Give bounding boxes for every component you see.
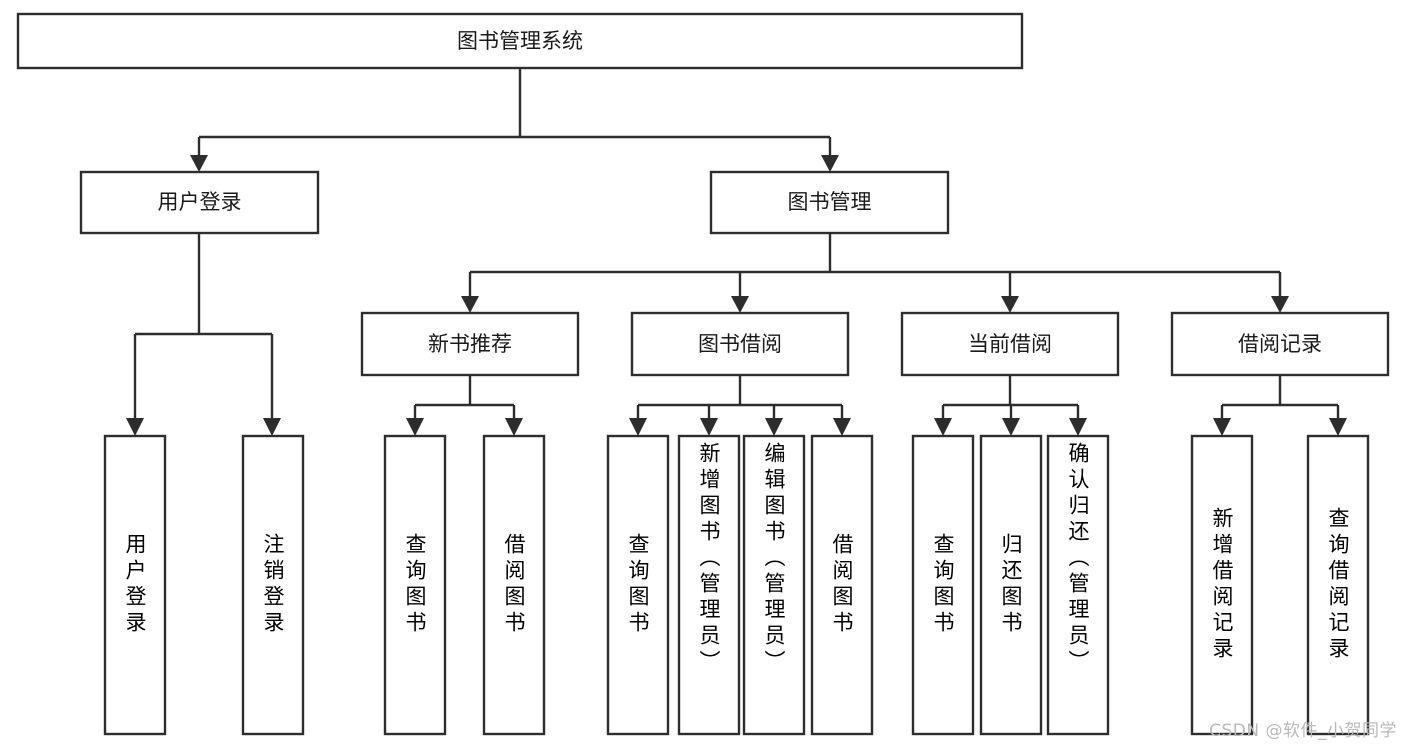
node-user-login-label: 用户登录	[158, 190, 242, 214]
node-new-book-recommend-label: 新书推荐	[428, 332, 512, 356]
leaf-bookborrow-borrow-book-box[interactable]	[810, 434, 874, 736]
leaf-newbook-query-book-label: 查询图书	[403, 533, 427, 637]
node-book-manage-label: 图书管理	[788, 190, 872, 214]
leaf-currentborrow-query-book[interactable]: 查询图书	[911, 434, 975, 736]
arrowhead-user-login	[190, 155, 208, 172]
leaf-bookborrow-add-book-label: 新增图书（管理员）	[697, 442, 721, 676]
leaf-borrowrecord-query-record-box[interactable]	[1306, 434, 1370, 736]
arrowhead-currentborrow-leaf-3	[1069, 418, 1087, 436]
node-borrow-record-box[interactable]	[1170, 311, 1390, 377]
leaf-logout-label: 注销登录	[261, 533, 285, 637]
arrowhead-newbook-leaf-2	[505, 418, 523, 436]
leaf-newbook-borrow-book-box[interactable]	[482, 434, 546, 736]
node-book-manage-box[interactable]	[709, 170, 950, 235]
leaf-borrowrecord-query-record-label: 查询借阅记录	[1326, 507, 1350, 663]
leaf-currentborrow-return-book[interactable]: 归还图书	[979, 434, 1043, 736]
leaf-currentborrow-confirm-return[interactable]: 确认归还（管理员）	[1046, 434, 1110, 736]
arrowhead-newbook-leaf-1	[406, 418, 424, 436]
arrowhead-borrowrecord-leaf-2	[1329, 418, 1347, 436]
leaf-bookborrow-query-book-label: 查询图书	[626, 533, 650, 637]
node-root-system[interactable]: 图书管理系统	[16, 12, 1024, 70]
arrowhead-borrowrecord-leaf-1	[1213, 418, 1231, 436]
arrowhead-bookborrow-leaf-1	[629, 418, 647, 436]
leaf-currentborrow-query-book-label: 查询图书	[931, 533, 955, 637]
arrowhead-currentborrow-leaf-1	[934, 418, 952, 436]
arrowhead-leaf-user-login	[126, 418, 144, 436]
arrowhead-bookborrow-leaf-3	[765, 418, 783, 436]
leaf-bookborrow-borrow-book-label: 借阅图书	[830, 533, 854, 637]
arrowhead-bookborrow-leaf-4	[833, 418, 851, 436]
node-borrow-record[interactable]: 借阅记录	[1170, 311, 1390, 377]
leaf-bookborrow-query-book-box[interactable]	[606, 434, 670, 736]
leaf-currentborrow-return-book-label: 归还图书	[999, 533, 1023, 637]
node-new-book-recommend[interactable]: 新书推荐	[360, 311, 580, 377]
arrowhead-new-book	[461, 296, 479, 313]
node-book-borrow-box[interactable]	[630, 311, 850, 377]
arrowhead-current-borrow	[1001, 296, 1019, 313]
node-user-login[interactable]: 用户登录	[79, 170, 320, 235]
leaf-currentborrow-confirm-return-label: 确认归还（管理员）	[1066, 442, 1090, 676]
node-book-borrow[interactable]: 图书借阅	[630, 311, 850, 377]
node-root-box[interactable]	[16, 12, 1024, 70]
leaf-user-login[interactable]: 用户登录	[103, 434, 167, 736]
leaf-borrowrecord-add-record-box[interactable]	[1190, 434, 1254, 736]
leaf-bookborrow-query-book[interactable]: 查询图书	[606, 434, 670, 736]
node-book-borrow-label: 图书借阅	[698, 332, 782, 356]
node-book-manage[interactable]: 图书管理	[709, 170, 950, 235]
node-current-borrow-box[interactable]	[900, 311, 1120, 377]
leaf-user-login-box[interactable]	[103, 434, 167, 736]
node-root-label: 图书管理系统	[457, 29, 583, 53]
leaf-bookborrow-edit-book-box[interactable]	[742, 434, 806, 736]
leaf-bookborrow-edit-book[interactable]: 编辑图书（管理员）	[742, 434, 806, 736]
leaf-currentborrow-confirm-return-box[interactable]	[1046, 434, 1110, 736]
leaf-borrowrecord-add-record[interactable]: 新增借阅记录	[1190, 434, 1254, 736]
leaf-user-login-label: 用户登录	[123, 533, 147, 637]
arrowhead-borrow-record	[1271, 296, 1289, 313]
node-new-book-recommend-box[interactable]	[360, 311, 580, 377]
leaf-borrowrecord-add-record-label: 新增借阅记录	[1210, 507, 1234, 663]
leaf-bookborrow-add-book[interactable]: 新增图书（管理员）	[677, 434, 741, 736]
node-borrow-record-label: 借阅记录	[1238, 332, 1322, 356]
leaf-currentborrow-query-book-box[interactable]	[911, 434, 975, 736]
leaf-bookborrow-borrow-book[interactable]: 借阅图书	[810, 434, 874, 736]
node-user-login-box[interactable]	[79, 170, 320, 235]
connector-layer	[126, 68, 1347, 436]
leaf-bookborrow-edit-book-label: 编辑图书（管理员）	[762, 442, 786, 676]
leaf-currentborrow-return-book-box[interactable]	[979, 434, 1043, 736]
leaf-logout-box[interactable]	[241, 434, 305, 736]
leaf-newbook-borrow-book-label: 借阅图书	[502, 533, 526, 637]
node-current-borrow-label: 当前借阅	[968, 332, 1052, 356]
arrowhead-leaf-logout	[263, 418, 281, 436]
arrowhead-currentborrow-leaf-2	[1002, 418, 1020, 436]
arrowhead-bookborrow-leaf-2	[700, 418, 718, 436]
arrowhead-book-borrow	[731, 296, 749, 313]
leaf-logout[interactable]: 注销登录	[241, 434, 305, 736]
leaf-newbook-borrow-book[interactable]: 借阅图书	[482, 434, 546, 736]
leaf-bookborrow-add-book-box[interactable]	[677, 434, 741, 736]
arrowhead-book-manage	[821, 155, 839, 172]
node-current-borrow[interactable]: 当前借阅	[900, 311, 1120, 377]
leaf-borrowrecord-query-record[interactable]: 查询借阅记录	[1306, 434, 1370, 736]
leaf-newbook-query-book-box[interactable]	[383, 434, 447, 736]
leaf-newbook-query-book[interactable]: 查询图书	[383, 434, 447, 736]
